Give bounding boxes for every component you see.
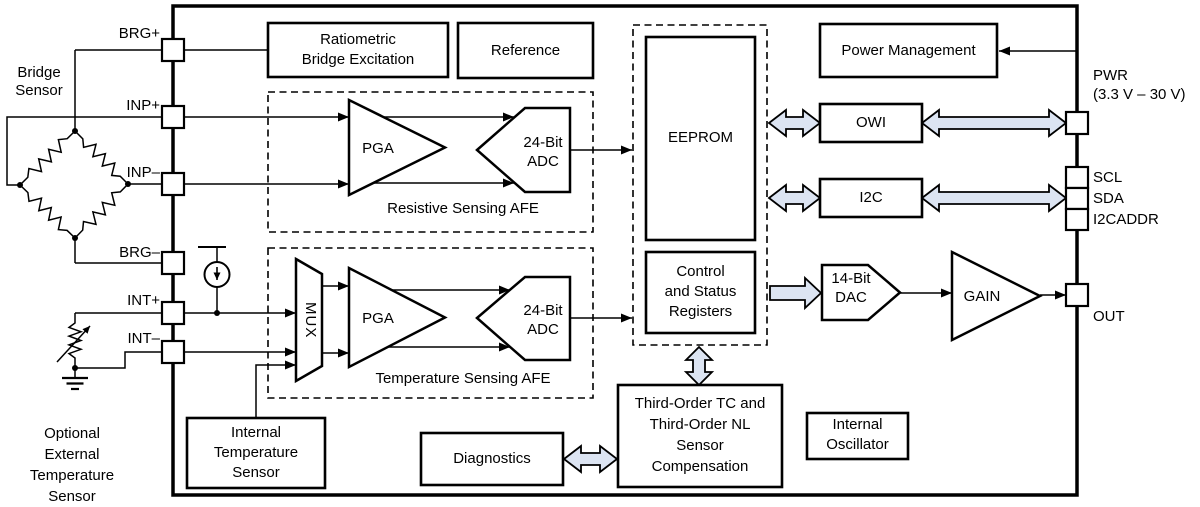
pga-resistive-triangle [347,97,448,198]
thermistor-resistor [66,313,84,368]
pin-inp-plus [160,104,186,130]
pin-sda [1064,186,1090,211]
ratiometric-block [266,21,450,79]
ground-symbol [62,368,88,391]
i2c-block [818,177,924,219]
chip-boundary [171,4,1079,497]
wire-int-minus [75,347,296,369]
adc-resistive-shape [475,106,572,194]
owi-block [818,102,924,144]
gain-triangle [950,249,1043,343]
pin-brg-minus [160,250,186,276]
wire-pwr-power-management [999,46,1078,112]
device-pins [160,37,1090,365]
registers-dac-arrow [769,275,823,311]
resistive-afe-box [267,91,594,233]
bridge-resistor [19,130,76,186]
bridge-resistor [74,130,129,185]
mux-shape [294,256,324,384]
analog-shapes [294,97,1043,384]
function-blocks [185,21,999,490]
pin-i2caddr [1064,207,1090,232]
control-status-block [644,250,757,335]
dac-shape [820,263,902,322]
wire-internal-temp-feed [255,360,296,418]
junction-dots [17,128,220,371]
pin-int-minus [160,339,186,365]
pin-scl [1064,165,1090,190]
pin-brg-plus [160,37,186,63]
pga-temperature-triangle [347,265,448,370]
dashed-groups [267,24,768,399]
diagnostics-compensation-arrow [562,444,619,474]
compensation-block [616,383,784,489]
bridge-resistor [74,183,129,239]
temperature-afe-box [267,247,594,399]
bridge-resistor-network [19,130,129,239]
reference-block [456,21,595,80]
adc-temperature-shape [475,275,572,362]
pin-pwr [1064,110,1090,136]
i2c-sda-arrow [920,183,1068,213]
current-source-symbol [198,246,231,313]
bridge-resistor [19,184,76,239]
pin-out [1064,282,1090,308]
eeprom-owi-arrow [767,108,822,138]
internal-oscillator-block [805,411,910,461]
memory-registers-box [632,24,768,346]
registers-compensation-arrow [683,345,715,387]
eeprom-block [644,35,757,242]
power-management-block [818,22,999,79]
pin-inp-minus [160,171,186,197]
internal-temp-sensor-block [185,416,327,490]
owi-pwr-arrow [920,108,1068,138]
diagnostics-block [419,431,565,487]
pin-int-plus [160,300,186,326]
eeprom-i2c-arrow [767,183,822,213]
thermistor-symbol [56,313,91,368]
